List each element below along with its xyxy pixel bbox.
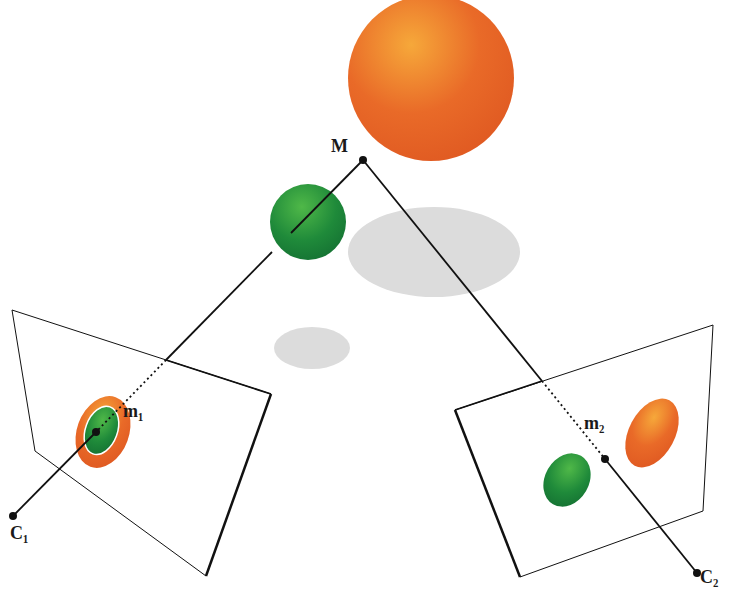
point-label: m₂ bbox=[584, 414, 604, 432]
point-label: M bbox=[331, 137, 348, 155]
projection-ray bbox=[13, 160, 363, 516]
point-label: m₁ bbox=[123, 402, 143, 420]
orange-projection bbox=[614, 390, 689, 477]
green-sphere bbox=[270, 184, 346, 260]
orange-sphere bbox=[348, 0, 514, 161]
image-plane bbox=[455, 325, 713, 577]
camera-label: C₁ bbox=[10, 524, 28, 542]
shadow bbox=[348, 207, 520, 297]
projection-ray bbox=[363, 160, 697, 573]
point bbox=[9, 156, 701, 577]
shadow bbox=[274, 327, 350, 369]
green-projection bbox=[534, 445, 600, 515]
camera-label: C₂ bbox=[700, 568, 718, 586]
image-plane bbox=[12, 310, 271, 576]
green-projection bbox=[78, 401, 125, 459]
